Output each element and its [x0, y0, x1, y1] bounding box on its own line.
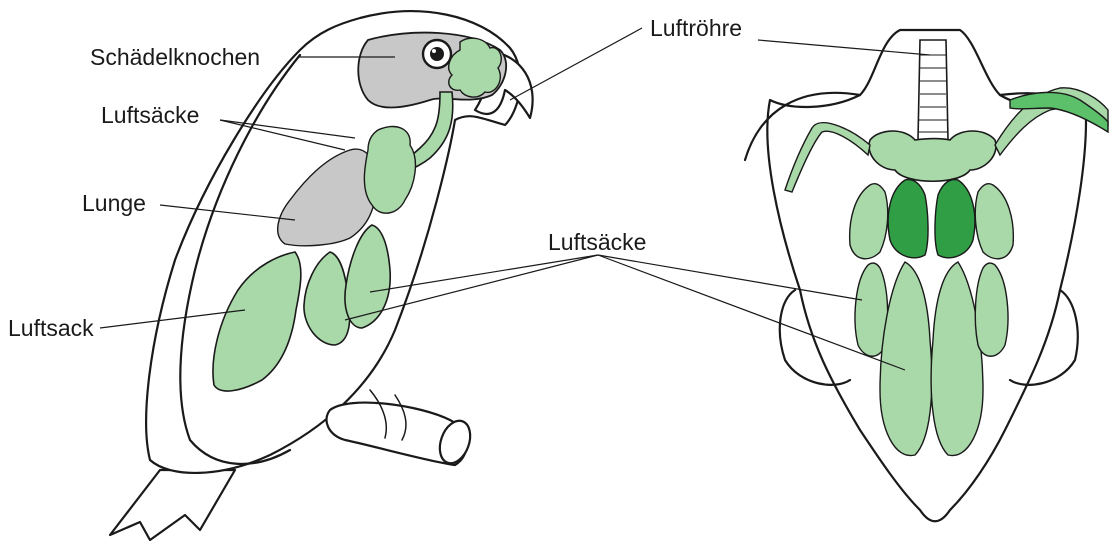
label-skull: Schädelknochen — [90, 44, 260, 70]
label-airsacs-upper: Luftsäcke — [101, 102, 199, 128]
label-lung: Lunge — [82, 190, 146, 216]
parrot-tail — [110, 470, 235, 540]
bird-front-view — [745, 30, 1108, 521]
label-trachea: Luftröhre — [650, 15, 742, 41]
front-central-right-sac — [935, 180, 975, 258]
front-central-left-sac — [888, 180, 928, 258]
label-airsac: Luftsack — [8, 315, 94, 341]
eye-pupil — [430, 47, 444, 61]
label-airsacs-lower: Luftsäcke — [548, 229, 646, 255]
